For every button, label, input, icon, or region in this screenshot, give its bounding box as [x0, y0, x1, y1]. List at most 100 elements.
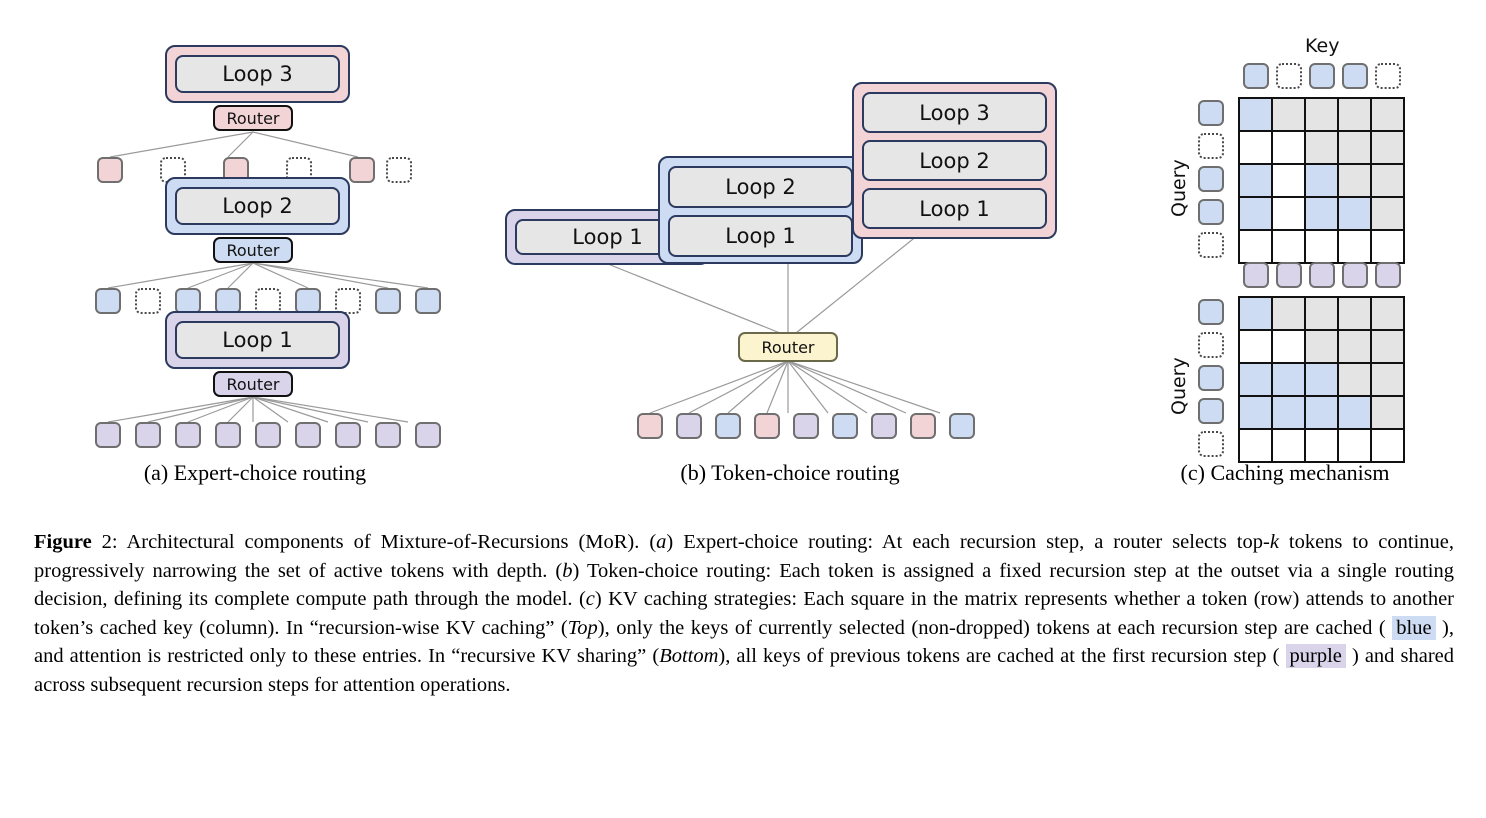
token-dropped[interactable] — [335, 288, 361, 314]
matrix-cell[interactable] — [1306, 99, 1337, 130]
matrix-cell[interactable] — [1372, 231, 1403, 262]
query-header-active[interactable] — [1198, 398, 1224, 424]
token-routed-pink[interactable] — [754, 413, 780, 439]
key-header-active[interactable] — [1342, 63, 1368, 89]
token-routed-purple[interactable] — [793, 413, 819, 439]
matrix-cell[interactable] — [1372, 331, 1403, 362]
key-header-dropped[interactable] — [1375, 63, 1401, 89]
matrix-cell[interactable] — [1273, 364, 1304, 395]
matrix-cell[interactable] — [1339, 132, 1370, 163]
key-header-shared[interactable] — [1243, 262, 1269, 288]
matrix-cell[interactable] — [1372, 364, 1403, 395]
matrix-cell[interactable] — [1240, 397, 1271, 428]
key-header-active[interactable] — [1243, 63, 1269, 89]
token-active[interactable] — [415, 288, 441, 314]
token-active[interactable] — [135, 422, 161, 448]
token-active[interactable] — [335, 422, 361, 448]
key-header-shared[interactable] — [1342, 262, 1368, 288]
matrix-cell[interactable] — [1306, 397, 1337, 428]
matrix-cell[interactable] — [1339, 99, 1370, 130]
token-active[interactable] — [95, 288, 121, 314]
matrix-cell[interactable] — [1240, 165, 1271, 196]
matrix-cell[interactable] — [1240, 364, 1271, 395]
token-routed-purple[interactable] — [871, 413, 897, 439]
router-token-choice[interactable]: Router — [738, 332, 838, 362]
matrix-cell[interactable] — [1339, 430, 1370, 461]
token-routed-blue[interactable] — [715, 413, 741, 439]
matrix-cell[interactable] — [1240, 298, 1271, 329]
key-header-active[interactable] — [1309, 63, 1335, 89]
matrix-cell[interactable] — [1273, 298, 1304, 329]
matrix-cell[interactable] — [1306, 198, 1337, 229]
token-routed-purple[interactable] — [676, 413, 702, 439]
query-header-dropped[interactable] — [1198, 431, 1224, 457]
matrix-cell[interactable] — [1372, 132, 1403, 163]
token-routed-pink[interactable] — [637, 413, 663, 439]
matrix-cell[interactable] — [1240, 430, 1271, 461]
matrix-cell[interactable] — [1273, 165, 1304, 196]
token-active[interactable] — [255, 422, 281, 448]
token-active[interactable] — [295, 422, 321, 448]
matrix-cell[interactable] — [1306, 298, 1337, 329]
matrix-cell[interactable] — [1273, 99, 1304, 130]
matrix-cell[interactable] — [1372, 165, 1403, 196]
matrix-cell[interactable] — [1339, 397, 1370, 428]
token-dropped[interactable] — [386, 157, 412, 183]
query-header-active[interactable] — [1198, 166, 1224, 192]
query-header-dropped[interactable] — [1198, 133, 1224, 159]
token-routed-blue[interactable] — [832, 413, 858, 439]
query-header-active[interactable] — [1198, 100, 1224, 126]
token-active[interactable] — [175, 422, 201, 448]
matrix-cell[interactable] — [1240, 99, 1271, 130]
matrix-cell[interactable] — [1306, 364, 1337, 395]
query-header-active[interactable] — [1198, 365, 1224, 391]
token-active[interactable] — [215, 288, 241, 314]
matrix-cell[interactable] — [1339, 165, 1370, 196]
token-active[interactable] — [349, 157, 375, 183]
key-header-shared[interactable] — [1276, 262, 1302, 288]
token-active[interactable] — [375, 288, 401, 314]
matrix-cell[interactable] — [1306, 132, 1337, 163]
key-header-shared[interactable] — [1375, 262, 1401, 288]
token-active[interactable] — [415, 422, 441, 448]
matrix-cell[interactable] — [1372, 99, 1403, 130]
token-active[interactable] — [375, 422, 401, 448]
query-header-active[interactable] — [1198, 199, 1224, 225]
matrix-cell[interactable] — [1339, 331, 1370, 362]
token-routed-pink[interactable] — [910, 413, 936, 439]
matrix-cell[interactable] — [1306, 165, 1337, 196]
matrix-cell[interactable] — [1240, 132, 1271, 163]
token-active[interactable] — [215, 422, 241, 448]
matrix-cell[interactable] — [1273, 430, 1304, 461]
query-header-dropped[interactable] — [1198, 232, 1224, 258]
query-header-active[interactable] — [1198, 299, 1224, 325]
matrix-cell[interactable] — [1339, 198, 1370, 229]
matrix-cell[interactable] — [1372, 397, 1403, 428]
matrix-cell[interactable] — [1339, 298, 1370, 329]
matrix-cell[interactable] — [1273, 331, 1304, 362]
matrix-cell[interactable] — [1240, 198, 1271, 229]
matrix-cell[interactable] — [1306, 430, 1337, 461]
matrix-cell[interactable] — [1306, 231, 1337, 262]
matrix-cell[interactable] — [1306, 331, 1337, 362]
matrix-cell[interactable] — [1273, 132, 1304, 163]
matrix-cell[interactable] — [1273, 397, 1304, 428]
router-level-2[interactable]: Router — [213, 237, 293, 263]
matrix-cell[interactable] — [1372, 298, 1403, 329]
query-header-dropped[interactable] — [1198, 332, 1224, 358]
token-routed-blue[interactable] — [949, 413, 975, 439]
router-level-1[interactable]: Router — [213, 371, 293, 397]
matrix-cell[interactable] — [1240, 231, 1271, 262]
matrix-cell[interactable] — [1372, 198, 1403, 229]
token-active[interactable] — [97, 157, 123, 183]
router-level-3[interactable]: Router — [213, 105, 293, 131]
matrix-cell[interactable] — [1339, 364, 1370, 395]
matrix-cell[interactable] — [1273, 198, 1304, 229]
token-active[interactable] — [95, 422, 121, 448]
matrix-cell[interactable] — [1273, 231, 1304, 262]
matrix-cell[interactable] — [1240, 331, 1271, 362]
matrix-cell[interactable] — [1339, 231, 1370, 262]
key-header-dropped[interactable] — [1276, 63, 1302, 89]
token-dropped[interactable] — [135, 288, 161, 314]
key-header-shared[interactable] — [1309, 262, 1335, 288]
